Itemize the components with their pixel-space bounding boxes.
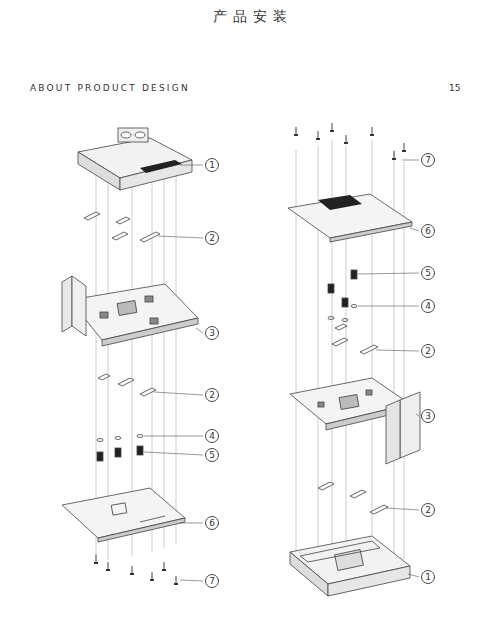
callout-circle: 1: [205, 158, 219, 172]
callout-circle: 7: [205, 574, 219, 588]
leader-line: [410, 228, 419, 231]
callout-circle: 6: [205, 516, 219, 530]
screw-head: [130, 573, 134, 575]
thermal-pads: [332, 324, 378, 354]
leader-line: [386, 508, 419, 510]
backplate: [288, 194, 412, 242]
screw-head: [106, 569, 110, 571]
callout-circle: 3: [421, 409, 435, 423]
callout-circle: 5: [205, 448, 219, 462]
screw-head: [150, 579, 154, 581]
screw: [108, 562, 109, 569]
callout-circle: 7: [421, 153, 435, 167]
water-block: [290, 536, 410, 596]
screw: [296, 127, 297, 134]
thermal-pads: [98, 374, 156, 396]
screw: [176, 576, 177, 583]
screw-head: [294, 134, 298, 136]
callout-number: 1: [209, 161, 215, 170]
standoffs: [97, 446, 143, 461]
callout-circle: 3: [205, 326, 219, 340]
callout-circle: 4: [421, 299, 435, 313]
callout-circle: 1: [421, 570, 435, 584]
screw-head: [402, 150, 406, 152]
leader-line: [180, 580, 203, 581]
page-title: 产品安装: [213, 8, 293, 26]
screw: [372, 127, 373, 134]
callout-number: 4: [425, 302, 431, 311]
callout-circle: 2: [421, 344, 435, 358]
page-number: 15: [449, 83, 460, 93]
guide-line: [176, 156, 177, 544]
leader-line: [358, 306, 419, 307]
leader-line: [154, 392, 203, 395]
graphics-card-pcb: [290, 378, 420, 464]
callout-number: 2: [209, 234, 215, 243]
callout-number: 6: [209, 519, 215, 528]
guide-line: [164, 160, 165, 548]
screw: [404, 143, 405, 150]
callout-number: 2: [425, 506, 431, 515]
leader-line: [180, 523, 203, 524]
screw-head: [162, 569, 166, 571]
callout-circle: 4: [205, 429, 219, 443]
screw: [132, 566, 133, 573]
leader-line: [376, 350, 419, 351]
backplate: [62, 488, 185, 542]
callout-circle: 2: [205, 231, 219, 245]
leader-line: [144, 452, 203, 455]
callout-number: 6: [425, 227, 431, 236]
screw-head: [94, 562, 98, 564]
leader-line: [408, 574, 419, 577]
callout-number: 3: [425, 412, 431, 421]
callout-number: 5: [209, 451, 215, 460]
leader-line: [158, 236, 203, 238]
water-block: [78, 128, 192, 190]
screw-head: [330, 130, 334, 132]
callout-number: 5: [425, 269, 431, 278]
callout-circle: 6: [421, 224, 435, 238]
callout-number: 3: [209, 329, 215, 338]
callout-number: 2: [209, 391, 215, 400]
callout-number: 4: [209, 432, 215, 441]
section-heading: ABOUT PRODUCT DESIGN: [30, 83, 190, 93]
leader-line: [144, 436, 203, 437]
standoffs: [328, 270, 357, 307]
screw: [164, 562, 165, 569]
callout-circle: 5: [421, 266, 435, 280]
thermal-pads: [318, 482, 388, 514]
screw-head: [316, 138, 320, 140]
screw-head: [174, 583, 178, 585]
callout-circle: 2: [205, 388, 219, 402]
screw: [346, 135, 347, 142]
callout-number: 7: [425, 156, 431, 165]
screw: [152, 572, 153, 579]
screw-head: [344, 142, 348, 144]
callout-number: 2: [425, 347, 431, 356]
screw-head: [370, 134, 374, 136]
leader-line: [196, 328, 203, 333]
washers: [328, 305, 357, 322]
screw-head: [392, 158, 396, 160]
callout-circle: 2: [421, 503, 435, 517]
leader-line: [402, 160, 419, 161]
screw: [96, 555, 97, 562]
screw: [394, 151, 395, 158]
callout-number: 7: [209, 577, 215, 586]
leader-line: [358, 273, 419, 274]
graphics-card-pcb: [62, 276, 198, 346]
thermal-pads: [84, 212, 160, 242]
washers: [97, 435, 143, 442]
callout-number: 1: [425, 573, 431, 582]
leader-line: [416, 414, 419, 416]
screw: [318, 131, 319, 138]
leader-line: [180, 165, 203, 166]
screw: [332, 123, 333, 130]
